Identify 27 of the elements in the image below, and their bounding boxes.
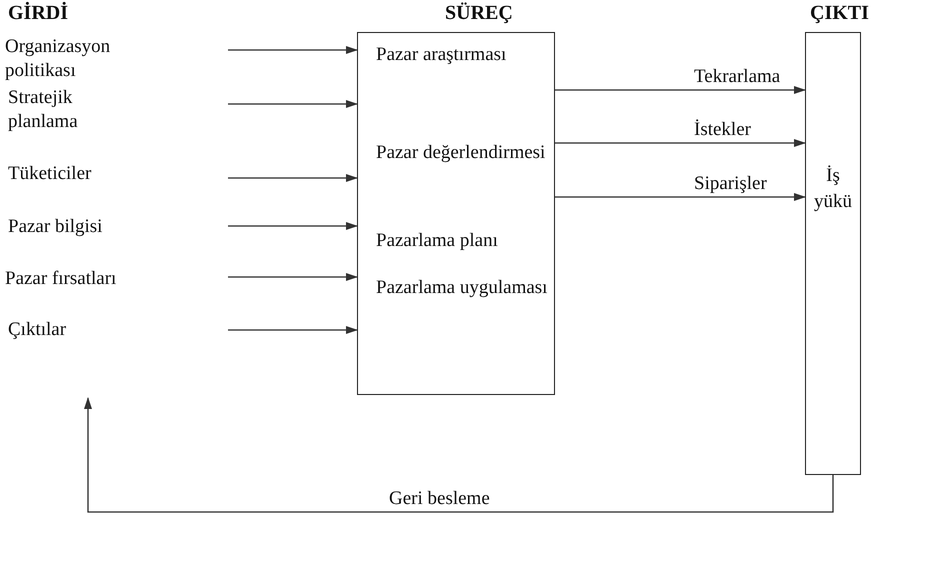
arrow xyxy=(228,46,358,54)
process-step: Pazarlama uygulaması xyxy=(376,276,551,300)
arrow xyxy=(228,326,358,334)
arrow xyxy=(228,100,358,108)
input-text: Stratejik planlama xyxy=(8,86,79,134)
column-heading: ÇIKTI xyxy=(810,2,869,25)
process-step: Pazar araştırması xyxy=(376,43,551,67)
arrow xyxy=(228,222,358,230)
arrow xyxy=(555,193,806,201)
edge-label: Siparişler xyxy=(693,173,768,195)
input-text: Pazar bilgisi xyxy=(8,215,104,239)
arrow xyxy=(555,86,806,94)
input-text: Organizasyon politikası xyxy=(5,35,112,83)
process-step: Pazar değerlendirmesi xyxy=(376,141,551,165)
input-text: Çıktılar xyxy=(8,318,68,342)
input-text: Pazar fırsatları xyxy=(5,267,118,291)
arrow xyxy=(228,273,358,281)
feedback-arrow xyxy=(84,397,834,513)
process-step: Pazarlama planı xyxy=(376,229,551,253)
process-box xyxy=(357,32,555,395)
column-heading: SÜREÇ xyxy=(445,2,513,25)
arrow xyxy=(228,174,358,182)
output-box xyxy=(805,32,861,475)
arrow xyxy=(555,139,806,147)
output-text: İş yükü xyxy=(813,164,853,214)
input-text: Tüketiciler xyxy=(8,162,92,186)
column-heading: GİRDİ xyxy=(8,2,68,25)
